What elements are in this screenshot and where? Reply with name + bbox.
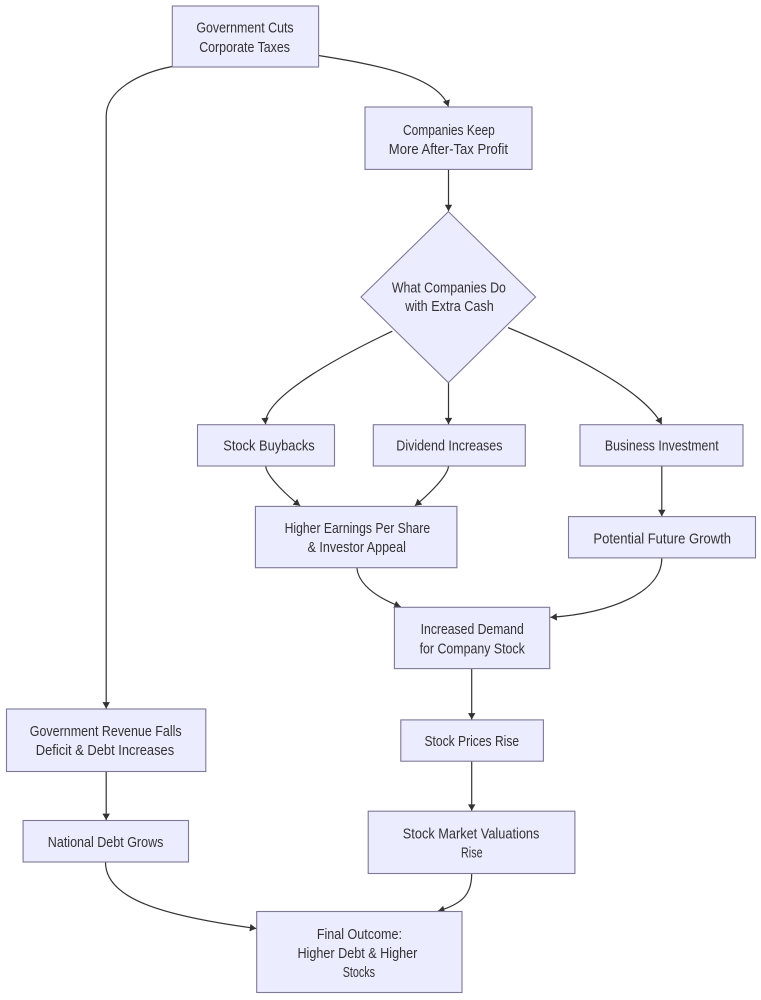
svg-text:National Debt Grows: National Debt Grows [48,835,164,851]
svg-text:Stock Prices Rise: Stock Prices Rise [424,734,519,750]
svg-text:Government Cuts: Government Cuts [196,20,293,36]
svg-text:Higher Earnings Per Share: Higher Earnings Per Share [285,521,431,537]
svg-text:Deficit & Debt Increases: Deficit & Debt Increases [36,743,174,759]
svg-text:Government Revenue Falls: Government Revenue Falls [30,724,182,740]
svg-text:Increased Demand: Increased Demand [421,622,524,638]
svg-text:Companies Keep: Companies Keep [403,123,495,139]
svg-text:for Company Stock: for Company Stock [420,641,526,657]
svg-text:What Companies Do: What Companies Do [392,280,506,296]
svg-text:with Extra Cash: with Extra Cash [404,299,493,315]
svg-text:Potential Future Growth: Potential Future Growth [593,531,731,547]
svg-text:More After-Tax Profit: More After-Tax Profit [389,142,508,158]
svg-text:Stock Market Valuations: Stock Market Valuations [403,827,540,843]
svg-text:Higher Debt & Higher: Higher Debt & Higher [297,946,417,962]
svg-text:Final Outcome:: Final Outcome: [317,927,402,943]
svg-text:Dividend Increases: Dividend Increases [396,439,502,455]
svg-text:& Investor Appeal: & Investor Appeal [308,540,406,556]
svg-text:Stock Buybacks: Stock Buybacks [223,439,315,455]
svg-text:Rise: Rise [461,846,483,862]
svg-text:Business Investment: Business Investment [605,439,719,455]
svg-text:Corporate Taxes: Corporate Taxes [199,40,290,56]
svg-text:Stocks: Stocks [343,965,375,981]
